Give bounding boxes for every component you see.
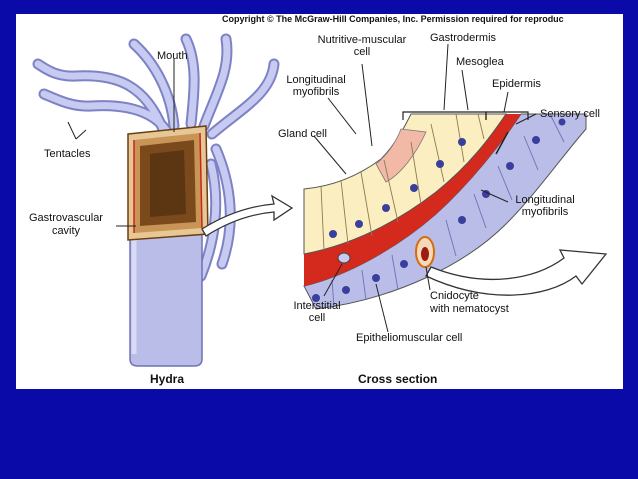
label-cnidocyte-1: Cnidocyte — [430, 290, 479, 302]
hydra-illustration — [32, 33, 608, 367]
section-arrow — [201, 194, 294, 237]
tentacles-drawing — [32, 33, 280, 282]
hydra-body — [127, 125, 209, 367]
label-longitudinal-2b: myofibrils — [521, 206, 569, 218]
label-mouth: Mouth — [157, 50, 188, 62]
label-cnidocyte-2: with nematocyst — [430, 303, 509, 315]
outgoing-arrow — [425, 249, 608, 296]
caption-cross-section: Cross section — [358, 372, 438, 386]
label-sensory-cell: Sensory cell — [540, 108, 600, 120]
caption-hydra: Hydra — [150, 372, 185, 386]
label-longitudinal-1b: myofibrils — [292, 86, 340, 98]
label-nutritive-1: Nutritive-muscular — [317, 34, 407, 46]
label-tentacles: Tentacles — [44, 148, 91, 160]
label-epidermis: Epidermis — [492, 78, 541, 90]
label-longitudinal-2a: Longitudinal — [515, 194, 575, 206]
label-gland-cell: Gland cell — [278, 128, 327, 140]
label-longitudinal-1a: Longitudinal — [286, 74, 346, 86]
label-gastrodermis: Gastrodermis — [430, 32, 497, 44]
label-mesoglea: Mesoglea — [456, 56, 504, 68]
label-interstitial-2: cell — [308, 312, 326, 324]
label-gastrovascular-2: cavity — [51, 225, 81, 237]
label-gastrovascular-1: Gastrovascular — [29, 212, 103, 224]
cross-section — [303, 113, 587, 310]
label-epitheliomuscular: Epitheliomuscular cell — [356, 332, 463, 344]
label-interstitial-1: Interstitial — [293, 300, 341, 312]
figure-panel: Copyright © The McGraw-Hill Companies, I… — [16, 14, 623, 389]
label-nutritive-2: cell — [353, 46, 371, 58]
copyright-notice: Copyright © The McGraw-Hill Companies, I… — [222, 14, 564, 24]
